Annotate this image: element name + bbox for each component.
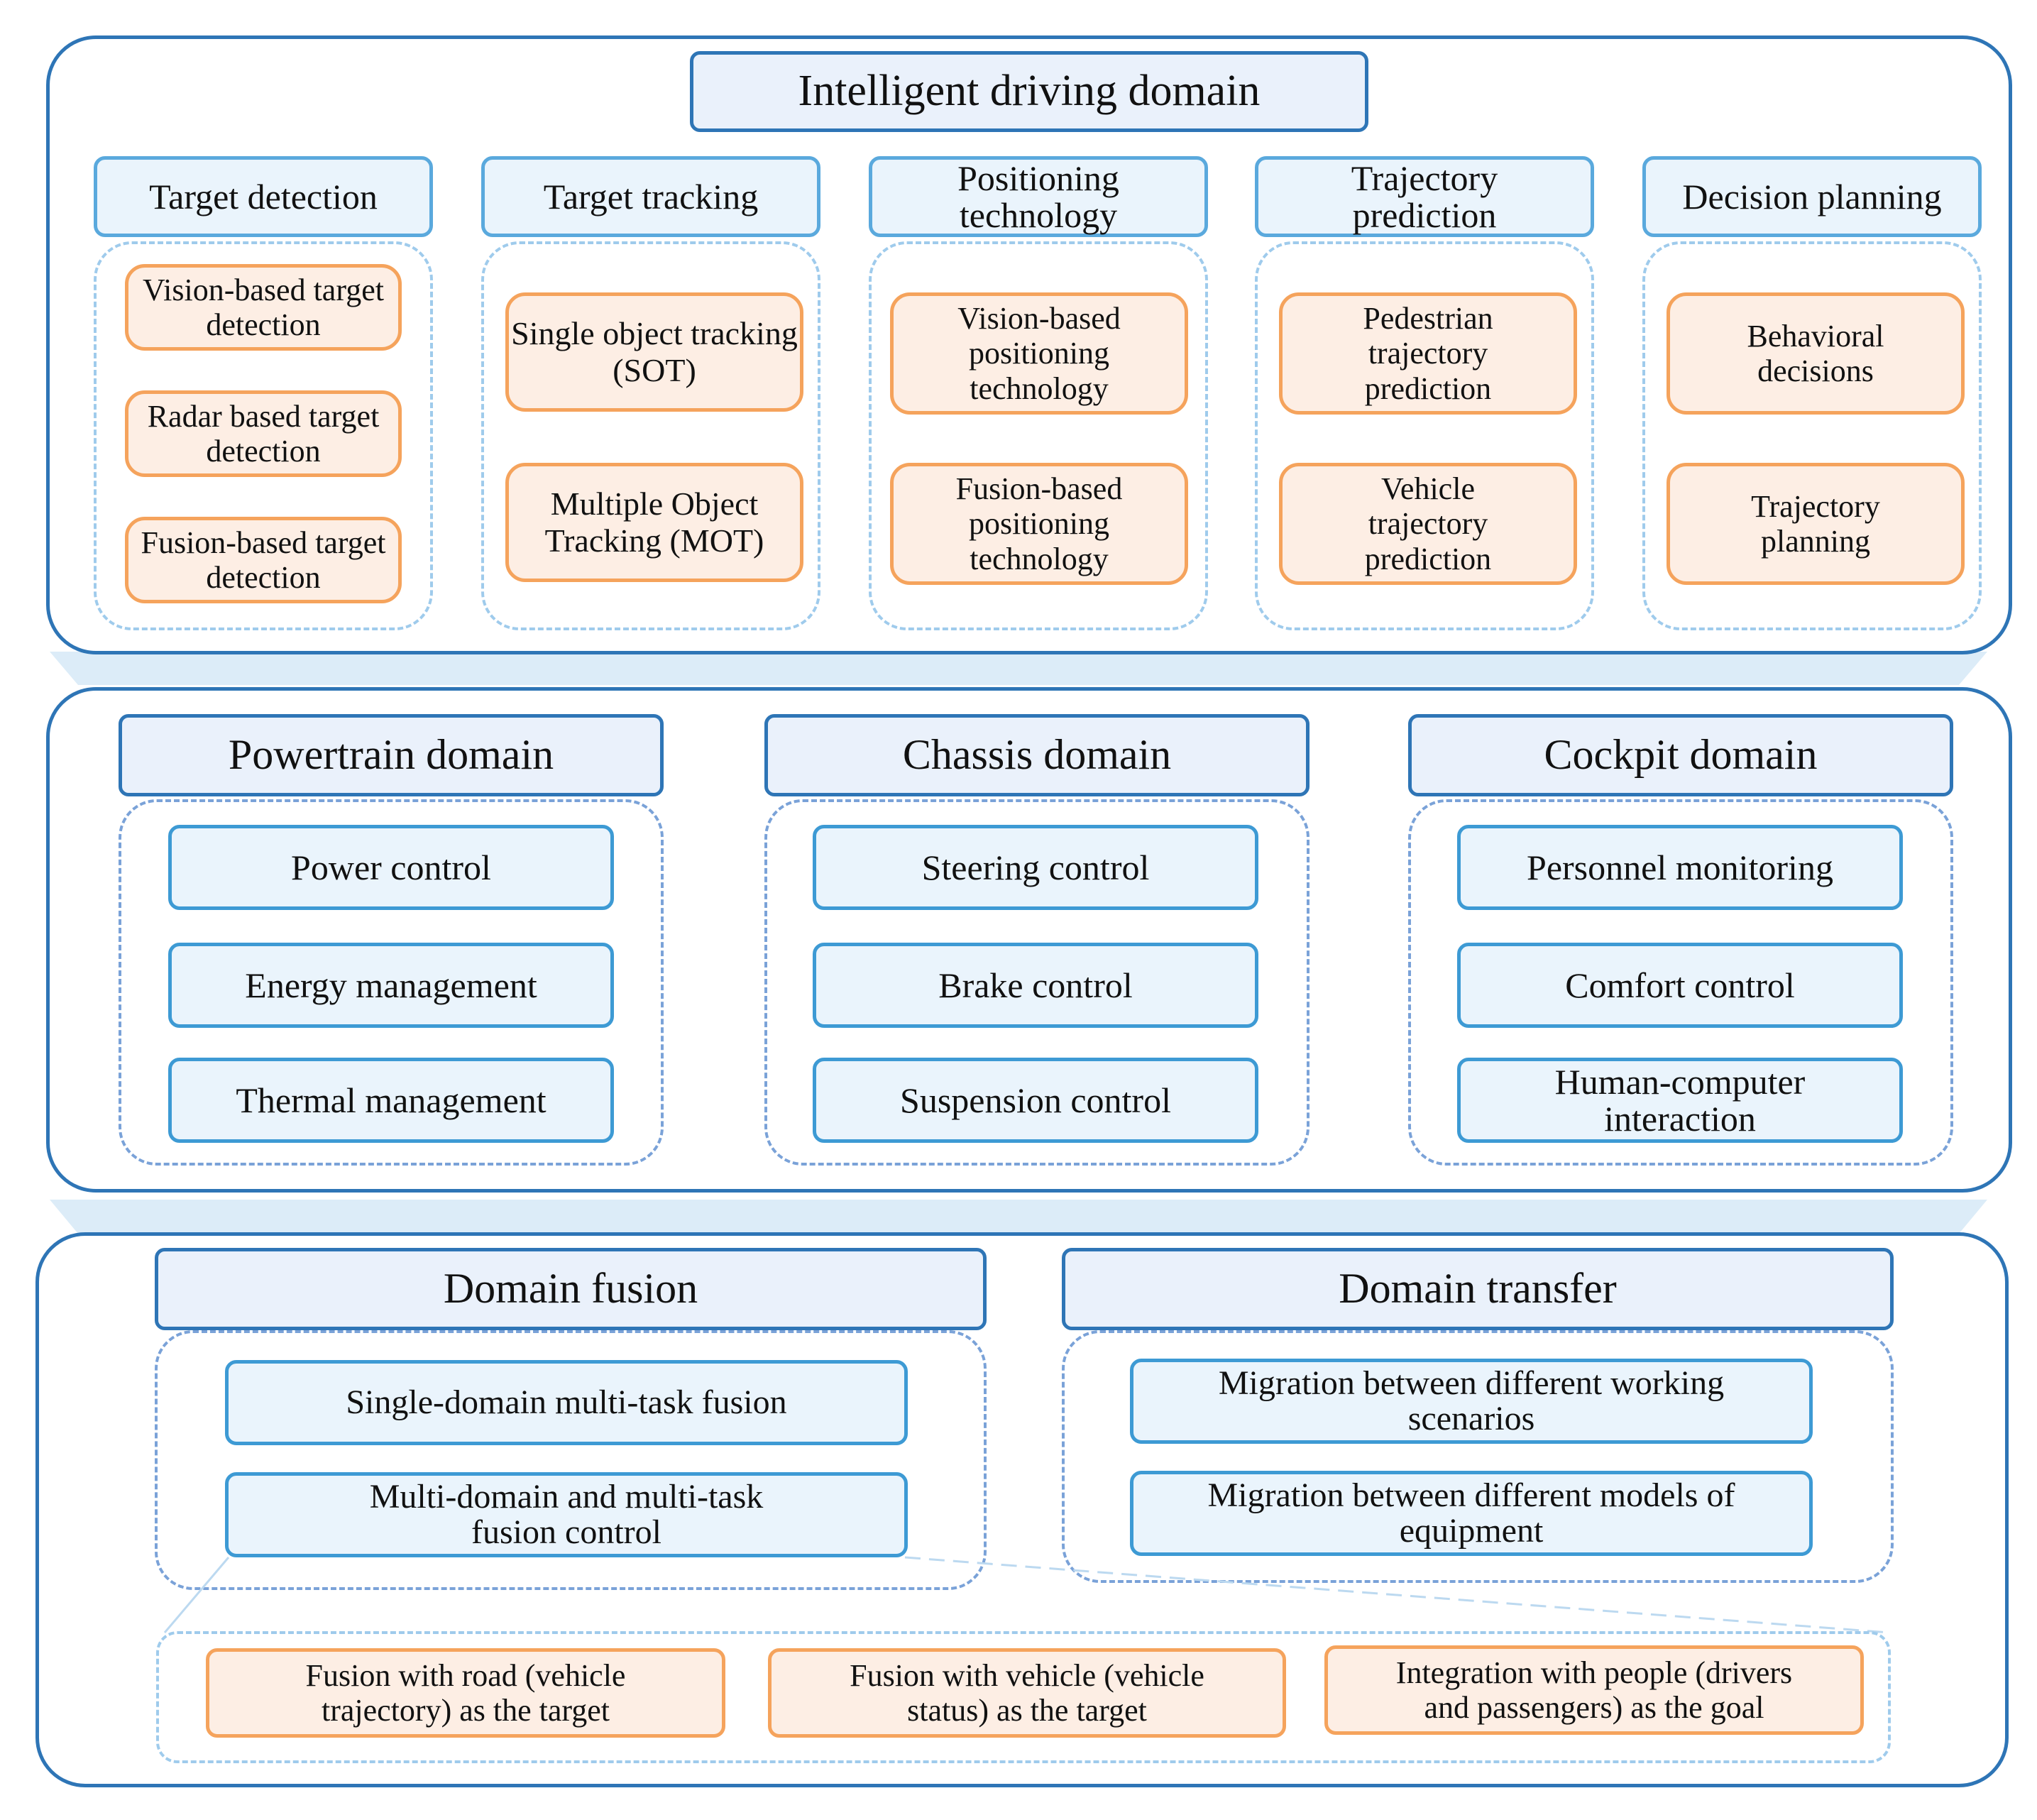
cockpit-domain-title: Cockpit domain	[1408, 714, 1953, 796]
group-target-tracking	[481, 241, 820, 630]
item-vision-positioning: Vision-based positioning technology	[890, 292, 1188, 415]
group-cockpit	[1408, 799, 1953, 1166]
item-migration-equipment: Migration between different models of eq…	[1130, 1471, 1813, 1556]
group-decision-planning	[1642, 241, 1982, 630]
connector-band-top	[50, 652, 1987, 685]
intelligent-driving-title: Intelligent driving domain	[690, 51, 1368, 132]
item-suspension-control: Suspension control	[813, 1058, 1258, 1143]
chassis-domain-title: Chassis domain	[764, 714, 1310, 796]
fusion-targets-group	[156, 1631, 1891, 1763]
item-multiple-object-tracking: Multiple Object Tracking (MOT)	[505, 463, 803, 582]
item-human-computer-interaction: Human-computer interaction	[1457, 1058, 1903, 1143]
category-target-tracking: Target tracking	[481, 156, 820, 237]
item-migration-scenarios: Migration between different working scen…	[1130, 1359, 1813, 1444]
item-power-control: Power control	[168, 825, 614, 910]
item-fusion-vehicle: Fusion with vehicle (vehicle status) as …	[768, 1648, 1286, 1738]
group-chassis	[764, 799, 1310, 1166]
item-vision-target-detection: Vision-based target detection	[125, 264, 402, 351]
item-fusion-positioning: Fusion-based positioning technology	[890, 463, 1188, 585]
item-brake-control: Brake control	[813, 943, 1258, 1028]
group-positioning-technology	[869, 241, 1208, 630]
connector-band-bottom	[50, 1200, 1987, 1234]
group-domain-fusion	[155, 1330, 987, 1590]
category-trajectory-prediction: Trajectory prediction	[1255, 156, 1594, 237]
item-thermal-management: Thermal management	[168, 1058, 614, 1143]
item-single-domain-fusion: Single-domain multi-task fusion	[225, 1360, 908, 1445]
domain-fusion-title: Domain fusion	[155, 1248, 987, 1330]
item-vehicle-trajectory-prediction: Vehicle trajectory prediction	[1279, 463, 1577, 585]
item-trajectory-planning: Trajectory planning	[1667, 463, 1965, 585]
magnify-line-right	[904, 1556, 1890, 1634]
category-decision-planning: Decision planning	[1642, 156, 1982, 237]
group-trajectory-prediction	[1255, 241, 1594, 630]
powertrain-domain-title: Powertrain domain	[119, 714, 664, 796]
category-target-detection: Target detection	[94, 156, 433, 237]
item-single-object-tracking: Single object tracking (SOT)	[505, 292, 803, 412]
item-behavioral-decisions: Behavioral decisions	[1667, 292, 1965, 415]
domain-transfer-title: Domain transfer	[1062, 1248, 1894, 1330]
group-powertrain	[119, 799, 664, 1166]
item-personnel-monitoring: Personnel monitoring	[1457, 825, 1903, 910]
magnify-line-left	[163, 1557, 230, 1633]
item-integration-people: Integration with people (drivers and pas…	[1324, 1645, 1864, 1735]
item-pedestrian-trajectory-prediction: Pedestrian trajectory prediction	[1279, 292, 1577, 415]
item-fusion-road: Fusion with road (vehicle trajectory) as…	[206, 1648, 725, 1738]
item-multi-domain-fusion: Multi-domain and multi-task fusion contr…	[225, 1472, 908, 1557]
item-energy-management: Energy management	[168, 943, 614, 1028]
item-fusion-target-detection: Fusion-based target detection	[125, 517, 402, 603]
item-comfort-control: Comfort control	[1457, 943, 1903, 1028]
group-domain-transfer	[1062, 1330, 1894, 1583]
item-steering-control: Steering control	[813, 825, 1258, 910]
category-positioning-technology: Positioning technology	[869, 156, 1208, 237]
item-radar-target-detection: Radar based target detection	[125, 390, 402, 477]
group-target-detection	[94, 241, 433, 630]
